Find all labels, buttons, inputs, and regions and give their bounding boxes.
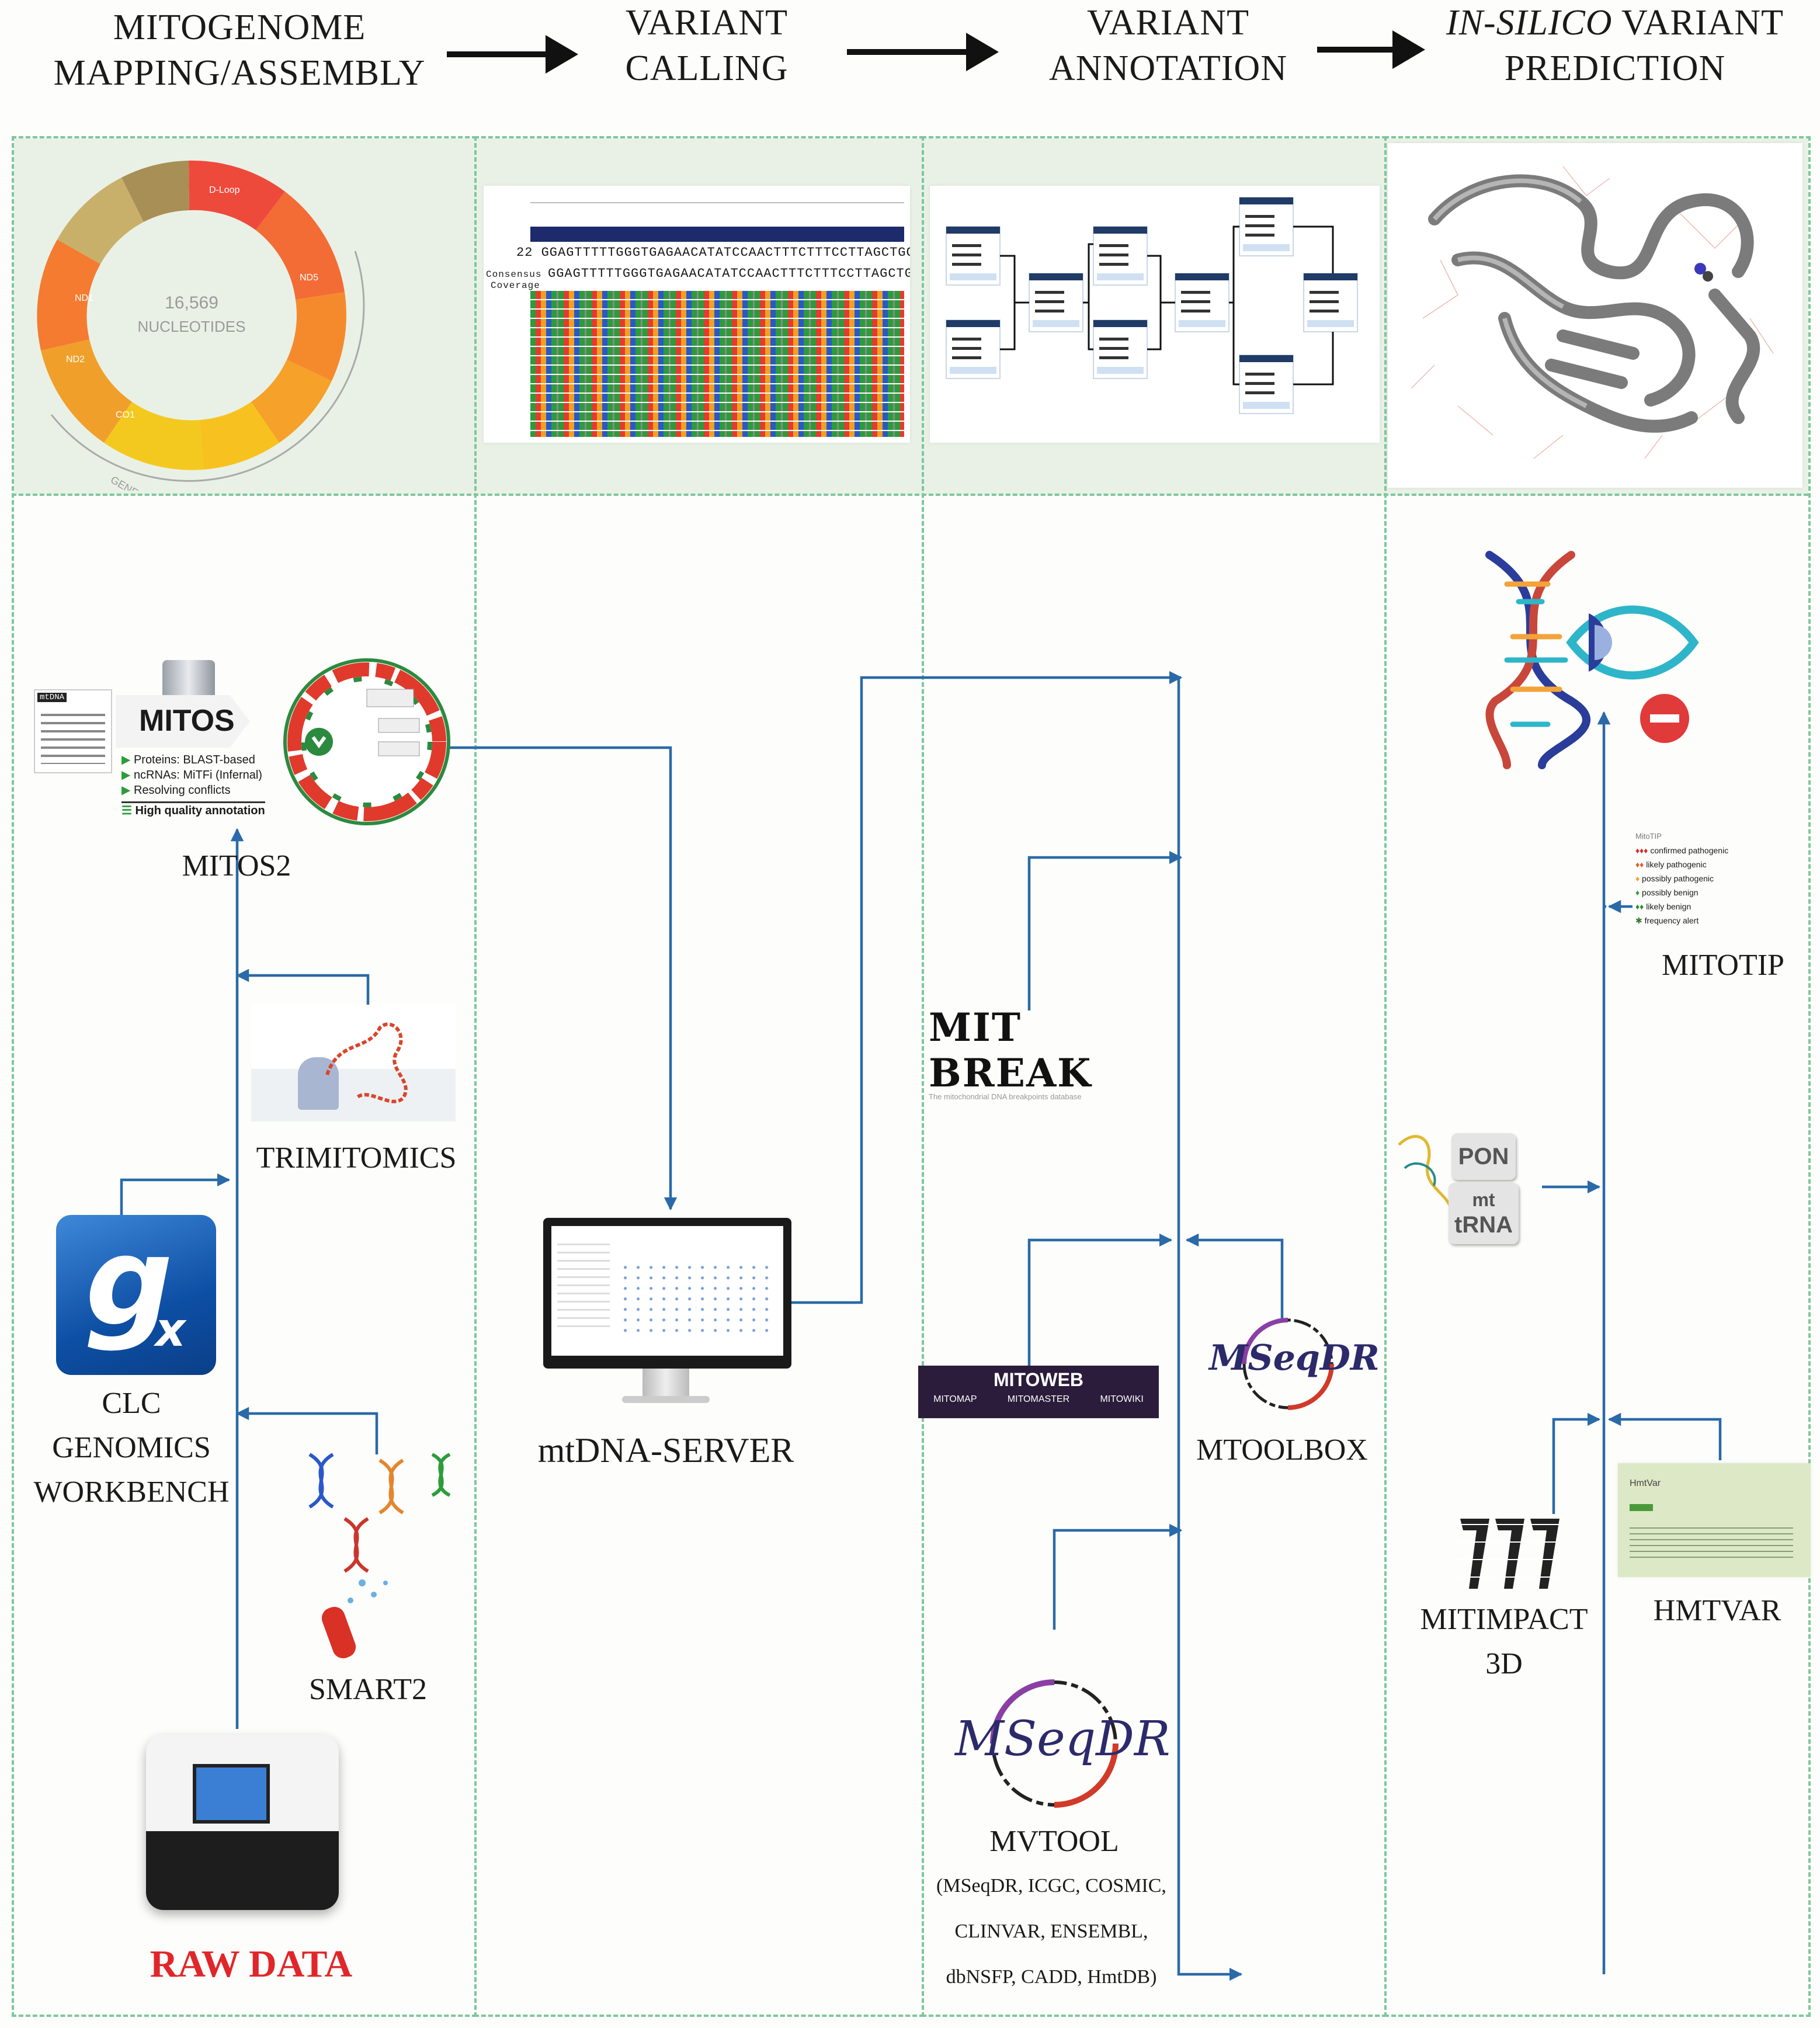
step-arrow-1	[447, 35, 578, 74]
dna-eye-icon	[1472, 549, 1706, 771]
ring-seg-nd2: ND2	[66, 355, 85, 364]
mitotip-legend-title: MitoTIP	[1635, 832, 1662, 841]
trimitomics-graphic	[251, 1005, 456, 1121]
mtdna-server-monitor	[543, 1218, 791, 1411]
mtdna-file-icon: mtDNA	[34, 689, 112, 773]
raw-data-label: RAW DATA	[150, 1943, 353, 1985]
mitos-graphic: mtDNA MITOS ▶ Proteins: BLAST-based ▶ nc…	[34, 654, 454, 829]
ring-center-label: NUCLEOTIDES	[138, 318, 246, 335]
mitos-bullet: ▶ ncRNAs: MiTFi (Infernal)	[121, 769, 262, 782]
step-title-prediction: IN-SILICO VARIANT PREDICTION	[1446, 3, 1784, 88]
mvtool-source-line: CLINVAR, ENSEMBL,	[954, 1921, 1148, 1942]
ring-seg-nd5: ND5	[300, 273, 318, 283]
legend-item: ♦ possibly benign	[1635, 888, 1699, 897]
hmtvar-label: HMTVAR	[1653, 1594, 1781, 1627]
protein-structure-panel	[1388, 143, 1802, 488]
legend-item: ♦ possibly pathogenic	[1635, 874, 1714, 883]
genome-ring-panel: 16,569 NUCLEOTIDES GENES ND1 ND2 CO1 ND5…	[16, 140, 390, 502]
mitotip-label: MITOTIP	[1662, 949, 1784, 982]
protein-structure	[1411, 166, 1774, 459]
mvtool-logo: MSeqDR	[955, 1676, 1171, 1811]
mitos-bullets: ▶ Proteins: BLAST-based ▶ ncRNAs: MiTFi …	[121, 752, 265, 818]
alignment-ruler	[530, 192, 904, 203]
mitos-bullet: ☰ High quality annotation	[121, 801, 265, 818]
schema-diagram	[946, 197, 1358, 414]
smart2-graphic	[292, 1449, 461, 1659]
mitimpact-graphic	[1454, 1519, 1565, 1589]
dna-eye-graphic	[1485, 551, 1699, 769]
sequencer-graphic	[140, 1723, 350, 1922]
ring-seg-dloop: D-Loop	[209, 185, 240, 195]
alignment-ref-bar	[530, 227, 904, 242]
hmtvar-screenshot: HmtVar	[1618, 1463, 1811, 1577]
row-divider	[12, 494, 1808, 496]
mvtool-source-line: (MSeqDR, ICGC, COSMIC,	[936, 1875, 1166, 1897]
mvtool-sources: (MSeqDR, ICGC, COSMIC, CLINVAR, ENSEMBL,…	[911, 1863, 1192, 2000]
mitos-bullet: ▶ Resolving conflicts	[121, 784, 231, 797]
sequencer-screen	[193, 1764, 270, 1824]
genome-ring: 16,569 NUCLEOTIDES GENES ND1 ND2 CO1 ND5…	[37, 160, 365, 502]
mtoolbox-logo: MSeqDR	[1209, 1314, 1380, 1414]
mvtool-source-line: dbNSFP, CADD, HmtDB)	[946, 1966, 1157, 1988]
monitor-screen	[551, 1226, 783, 1356]
mitos-bullet: ▶ Proteins: BLAST-based	[121, 753, 255, 766]
trimitomics-rna	[325, 1022, 408, 1103]
step-arrow-2	[847, 33, 999, 71]
mitos2-label: MITOS2	[182, 849, 291, 883]
mtoolbox-label: MTOOLBOX	[1196, 1433, 1368, 1467]
alignment-coverage-label: Coverage	[491, 280, 540, 291]
pon-mttrna-logo: PON mt tRNA	[1393, 1121, 1527, 1250]
legend-item: ♦♦♦ confirmed pathogenic	[1635, 846, 1729, 855]
pon-rna-strand	[1398, 1135, 1453, 1210]
alignment-reads	[530, 291, 904, 437]
insilico-text: IN-SILICO	[1446, 3, 1613, 43]
clc-logo: g x	[56, 1215, 216, 1375]
ring-seg-nd1: ND1	[75, 293, 93, 303]
mitos-logo: MITOS	[116, 695, 250, 748]
mitobreak-logo: MIT BREAK The mitochondrial DNA breakpoi…	[929, 1005, 1092, 1101]
mitos-genome-map	[283, 658, 450, 825]
legend-item: ✱ frequency alert	[1635, 916, 1699, 925]
ring-seg-co1: CO1	[116, 410, 135, 420]
mseqdr-ring-small	[1242, 1318, 1334, 1410]
mvtool-label: MVTOOL	[989, 1825, 1119, 1858]
mseqdr-ring-large	[990, 1679, 1119, 1808]
legend-item: ♦♦ likely benign	[1635, 902, 1692, 911]
mitotip-legend: MitoTIP ♦♦♦ confirmed pathogenic ♦♦ like…	[1635, 829, 1799, 935]
alignment-consensus-row: Consensus GGAGTTTTTGGGTGAGAACATATCCAACTT…	[486, 266, 910, 281]
mitimpact-logo	[1454, 1507, 1565, 1595]
legend-item: ♦♦ likely pathogenic	[1635, 860, 1707, 869]
ring-center-number: 16,569	[165, 293, 218, 312]
smart2-dna-tube	[308, 1453, 451, 1659]
trimitomics-label: TRIMITOMICS	[256, 1141, 457, 1175]
schema-panel	[930, 186, 1380, 443]
alignment-ref-row: 22 GGAGTTTTTGGGTGAGAACATATCCAACTTTCTTTCC…	[516, 245, 910, 260]
mtdna-server-label: mtDNA-SERVER	[537, 1431, 794, 1470]
step-arrow-3	[1317, 30, 1425, 69]
alignment-panel: 22 GGAGTTTTTGGGTGAGAACATATCCAACTTTCTTTCC…	[484, 186, 910, 443]
smart2-label: SMART2	[308, 1673, 428, 1706]
column-prediction	[1384, 136, 1811, 2017]
